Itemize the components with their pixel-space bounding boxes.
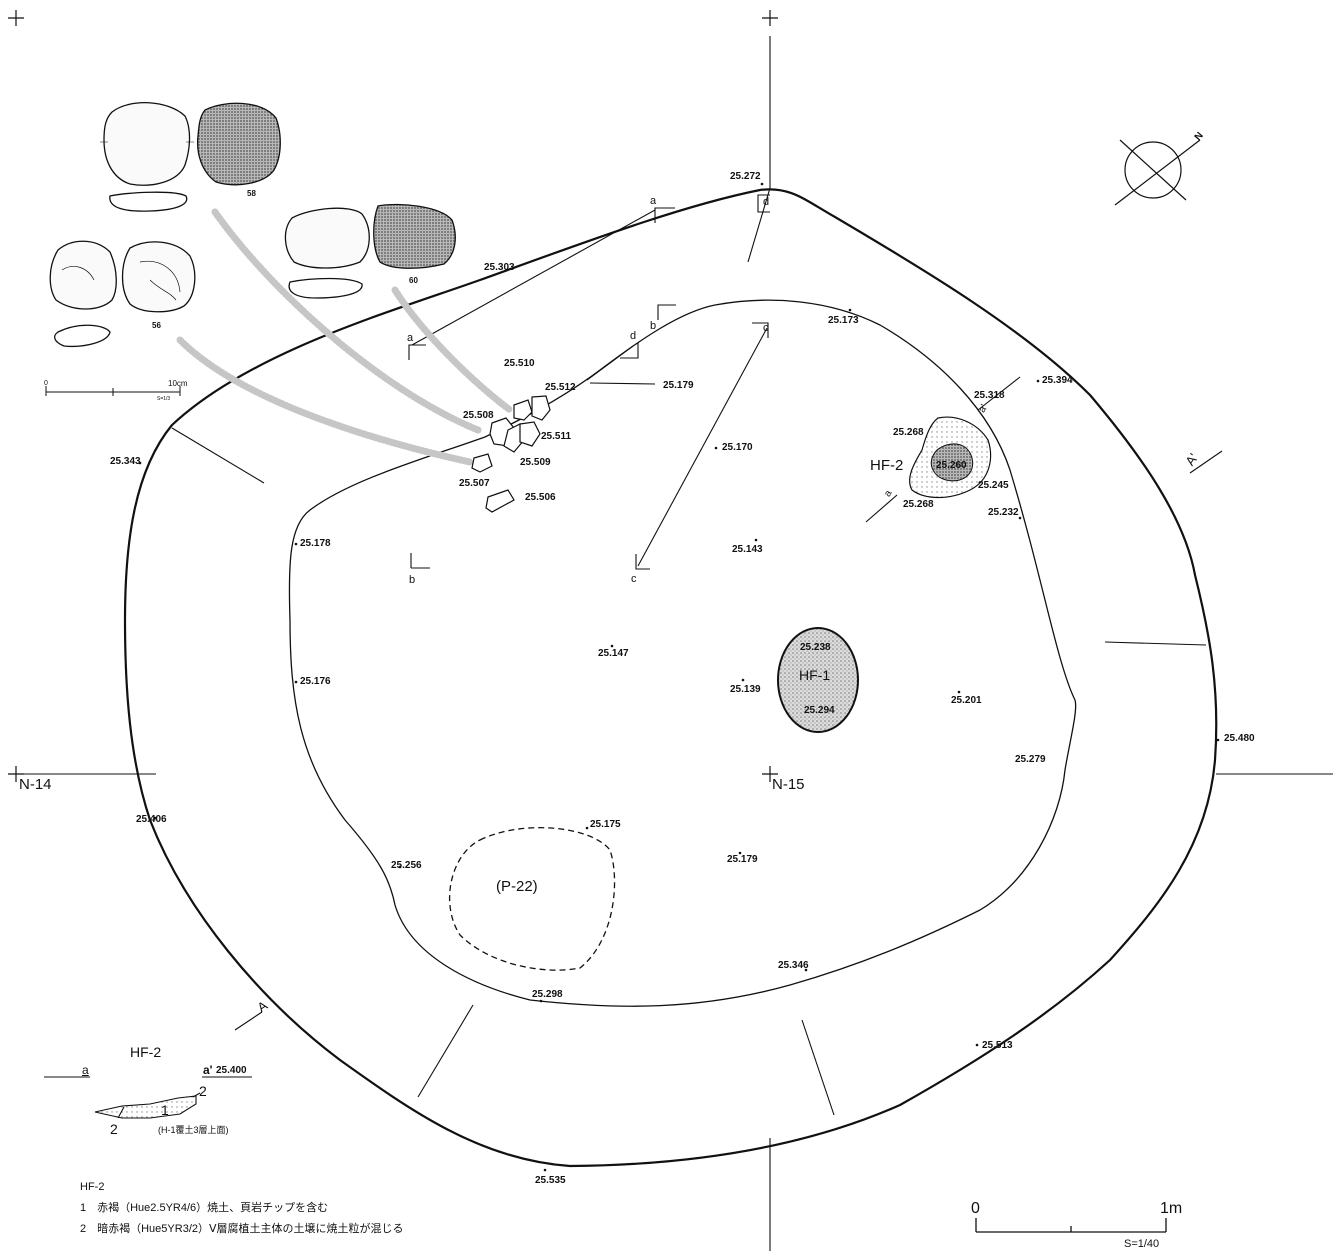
elevation-label: 25.170: [722, 442, 753, 453]
elevation-label: 25.176: [300, 676, 331, 687]
elevation-label: 25.139: [730, 684, 761, 695]
hf2-layer-2-top: 2: [199, 1083, 207, 1099]
elevation-label: 25.510: [504, 358, 535, 369]
elevation-label: 25.179: [663, 380, 694, 391]
hf2-layer-2-bottom: 2: [110, 1121, 118, 1137]
artifact-connector-trails: [176, 208, 514, 466]
legend-title: HF-2: [80, 1181, 105, 1193]
elevation-label: 25.343: [110, 456, 141, 467]
section-lines: [234, 194, 1223, 1031]
elevation-label: 25.272: [730, 171, 761, 182]
elevation-label: 25.346: [778, 960, 809, 971]
artifact-number-60: 60: [409, 276, 418, 285]
elevation-label: 25.279: [1015, 754, 1046, 765]
hf1-hearth: [777, 627, 859, 733]
section-letter-d-mid: d: [630, 330, 637, 342]
pit-outer-outline: [123, 188, 1218, 1168]
elevation-label: 25.480: [1224, 733, 1255, 744]
grid-lines: [16, 36, 1333, 1251]
hf2-section-a-prime: a': [203, 1063, 213, 1077]
hf2-hearth-inner: [930, 443, 974, 482]
feature-label-p22: (P-22): [496, 878, 538, 895]
artifact-number-56: 56: [152, 321, 161, 330]
hf2-layer-1: 1: [161, 1102, 169, 1118]
north-arrow: [1114, 139, 1201, 206]
scale-bar-zero: 0: [971, 1200, 980, 1217]
hf2-section-elevation: 25.400: [216, 1065, 247, 1076]
artifact-scale: [45, 386, 181, 396]
elevation-label: 25.143: [732, 544, 763, 555]
bench-boundary-lines: [171, 187, 1207, 1116]
elevation-label: 25.511: [541, 431, 572, 442]
scale-bar-ratio: S=1/40: [1124, 1238, 1160, 1250]
section-letter-c-bottom: c: [631, 573, 637, 585]
elevation-label: 25.260: [936, 460, 967, 471]
hf2-section-a: a: [82, 1063, 89, 1077]
pit-floor-outline: [288, 299, 1077, 1007]
elevation-label: 25.507: [459, 478, 490, 489]
section-letter-a-left: a: [407, 332, 414, 344]
artifact-scale-label: 10cm: [168, 379, 188, 388]
elevation-label: 25.512: [545, 382, 576, 393]
scale-bar-one: 1m: [1160, 1200, 1183, 1217]
section-letter-b-bottom: b: [409, 574, 416, 586]
grid-label-n15: N-15: [772, 776, 805, 793]
p22-posthole: [448, 827, 616, 971]
artifact-scale-ratio: S=1/3: [157, 396, 171, 402]
legend-item-2: 2 暗赤褐（Hue5YR3/2）Ⅴ層腐植土主体の土壌に焼土粒が混じる: [80, 1223, 404, 1235]
main-scale-bar: [975, 1218, 1167, 1233]
artifact-60: [284, 203, 456, 299]
section-letter-c-top: c: [763, 322, 769, 334]
hf2-section-title: HF-2: [130, 1044, 162, 1060]
elevation-label: 25.508: [463, 410, 494, 421]
elevation-label: 25.173: [828, 315, 859, 326]
elevation-label: 25.513: [982, 1040, 1013, 1051]
elevation-points: [138, 182, 1220, 1172]
elevation-label: 25.303: [484, 262, 515, 273]
artifact-scale-zero: 0: [44, 380, 48, 387]
stone-cluster: [471, 395, 551, 513]
elevation-label: 25.179: [727, 854, 758, 865]
hf2-section-note: (H-1覆土3層上面): [158, 1125, 229, 1135]
hf2-section-profile: [44, 1076, 252, 1119]
elevation-label: 25.535: [535, 1175, 566, 1186]
elevation-label: 25.201: [951, 695, 982, 706]
artifact-58: [100, 102, 281, 212]
elevation-label: 25.294: [804, 705, 835, 716]
grid-label-n14: N-14: [19, 776, 52, 793]
elevation-label: 25.509: [520, 457, 551, 468]
elevation-label: 25.147: [598, 648, 629, 659]
elevation-label: 25.256: [391, 860, 422, 871]
elevation-label: 25.406: [136, 814, 167, 825]
section-letter-d-upper: d: [763, 196, 770, 208]
section-letter-b-top: b: [650, 320, 657, 332]
elevation-label: 25.232: [988, 507, 1019, 518]
elevation-label: 25.298: [532, 989, 563, 1000]
elevation-label: 25.238: [800, 642, 831, 653]
elevation-label: 25.394: [1042, 375, 1073, 386]
section-letter-a-top: a: [650, 195, 657, 207]
elevation-label: 25.506: [525, 492, 556, 503]
elevation-label: 25.245: [978, 480, 1009, 491]
feature-label-hf1: HF-1: [799, 667, 831, 683]
elevation-label: 25.318: [974, 390, 1005, 401]
legend-item-1: 1 赤褐（Hue2.5YR4/6）焼土、頁岩チップを含む: [80, 1202, 329, 1214]
elevation-label: 25.175: [590, 819, 621, 830]
elevation-label: 25.268: [893, 427, 924, 438]
artifact-number-58: 58: [247, 189, 256, 198]
artifact-56: [49, 240, 196, 348]
elevation-label: 25.268: [903, 499, 934, 510]
feature-label-hf2: HF-2: [870, 457, 904, 474]
elevation-label: 25.178: [300, 538, 331, 549]
